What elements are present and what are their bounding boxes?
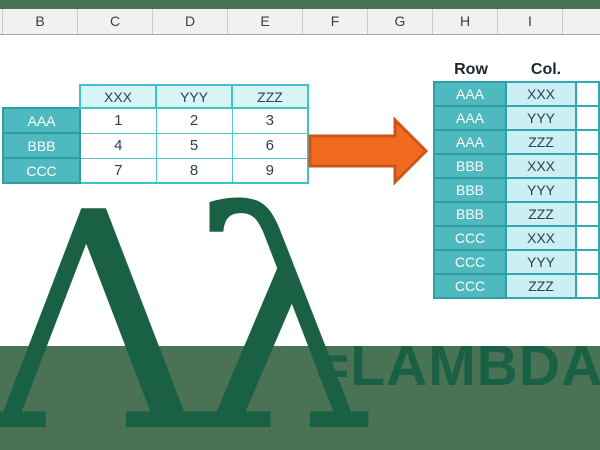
result-cell-row[interactable]: AAA [432,105,508,131]
result-cell-col[interactable]: ZZZ [505,201,578,227]
result-table-row: CCC XXX [432,225,600,251]
source-col-header-yyy[interactable]: YYY [155,84,233,109]
source-cell[interactable]: 1 [79,107,157,134]
source-table-header-row: XXX YYY ZZZ [3,84,309,109]
result-cell-empty[interactable] [575,177,600,203]
result-cell-row[interactable]: CCC [432,225,508,251]
column-header-h[interactable]: H [433,9,498,34]
result-table-row: CCC ZZZ [432,273,600,299]
column-header-d[interactable]: D [153,9,228,34]
formula-text: =LAMBDA [316,334,600,398]
source-table-row: AAA 1 2 3 [2,107,309,134]
column-header-b[interactable]: B [3,9,78,34]
result-cell-empty[interactable] [575,81,600,107]
source-cell[interactable]: 9 [231,157,309,184]
result-cell-row[interactable]: BBB [432,201,508,227]
result-cell-col[interactable]: YYY [505,177,578,203]
result-cell-row[interactable]: BBB [432,153,508,179]
bottom-banner [0,346,600,450]
result-cell-empty[interactable] [575,105,600,131]
column-header-c[interactable]: C [78,9,153,34]
result-cell-col[interactable]: XXX [505,81,578,107]
result-cell-row[interactable]: BBB [432,177,508,203]
result-cell-empty[interactable] [575,273,600,299]
result-cell-empty[interactable] [575,153,600,179]
column-header-g[interactable]: G [368,9,433,34]
result-table-row: CCC YYY [432,249,600,275]
result-cell-empty[interactable] [575,201,600,227]
result-table-row: AAA ZZZ [432,129,600,155]
result-header-row: Row [454,61,488,78]
right-arrow-shape [308,116,429,186]
result-cell-col[interactable]: YYY [505,105,578,131]
column-header-row: B C D E F G H I [0,9,600,35]
source-row-header-ccc[interactable]: CCC [2,157,81,184]
source-col-header-zzz[interactable]: ZZZ [231,84,309,109]
source-cell[interactable]: 3 [231,107,309,134]
source-row-header-aaa[interactable]: AAA [2,107,81,134]
column-header-f[interactable]: F [303,9,368,34]
result-cell-empty[interactable] [575,129,600,155]
source-cell[interactable]: 7 [79,157,157,184]
source-table-row: CCC 7 8 9 [2,157,309,184]
source-cell[interactable]: 5 [155,132,233,159]
column-header-j-sliver[interactable] [563,9,600,34]
result-cell-row[interactable]: AAA [432,129,508,155]
result-cell-col[interactable]: YYY [505,249,578,275]
source-col-header-xxx[interactable]: XXX [79,84,157,109]
result-table-row: AAA YYY [432,105,600,131]
result-table-row: BBB XXX [432,153,600,179]
source-cell[interactable]: 2 [155,107,233,134]
column-header-i[interactable]: I [498,9,563,34]
column-header-e[interactable]: E [228,9,303,34]
result-cell-empty[interactable] [575,249,600,275]
right-arrow-icon [308,116,429,186]
top-banner-strip [0,0,600,9]
source-row-header-bbb[interactable]: BBB [2,132,81,159]
result-cell-empty[interactable] [575,225,600,251]
source-table-corner [3,85,80,108]
result-table-row: BBB YYY [432,177,600,203]
result-cell-col[interactable]: XXX [505,225,578,251]
column-header-a-sliver[interactable] [0,9,3,34]
source-table: XXX YYY ZZZ AAA 1 2 3 BBB 4 5 6 CCC 7 8 … [2,84,309,184]
result-table-row: AAA XXX [432,81,600,107]
result-cell-row[interactable]: AAA [432,81,508,107]
lambda-logo: Λλ [0,149,377,450]
result-cell-col[interactable]: ZZZ [505,273,578,299]
result-header-col: Col. [530,61,562,78]
result-table-row: BBB ZZZ [432,201,600,227]
result-table: AAA XXX AAA YYY AAA ZZZ BBB XXX BBB YYY … [432,81,600,299]
result-cell-row[interactable]: CCC [432,249,508,275]
result-cell-col[interactable]: XXX [505,153,578,179]
source-cell[interactable]: 8 [155,157,233,184]
result-cell-row[interactable]: CCC [432,273,508,299]
result-cell-col[interactable]: ZZZ [505,129,578,155]
